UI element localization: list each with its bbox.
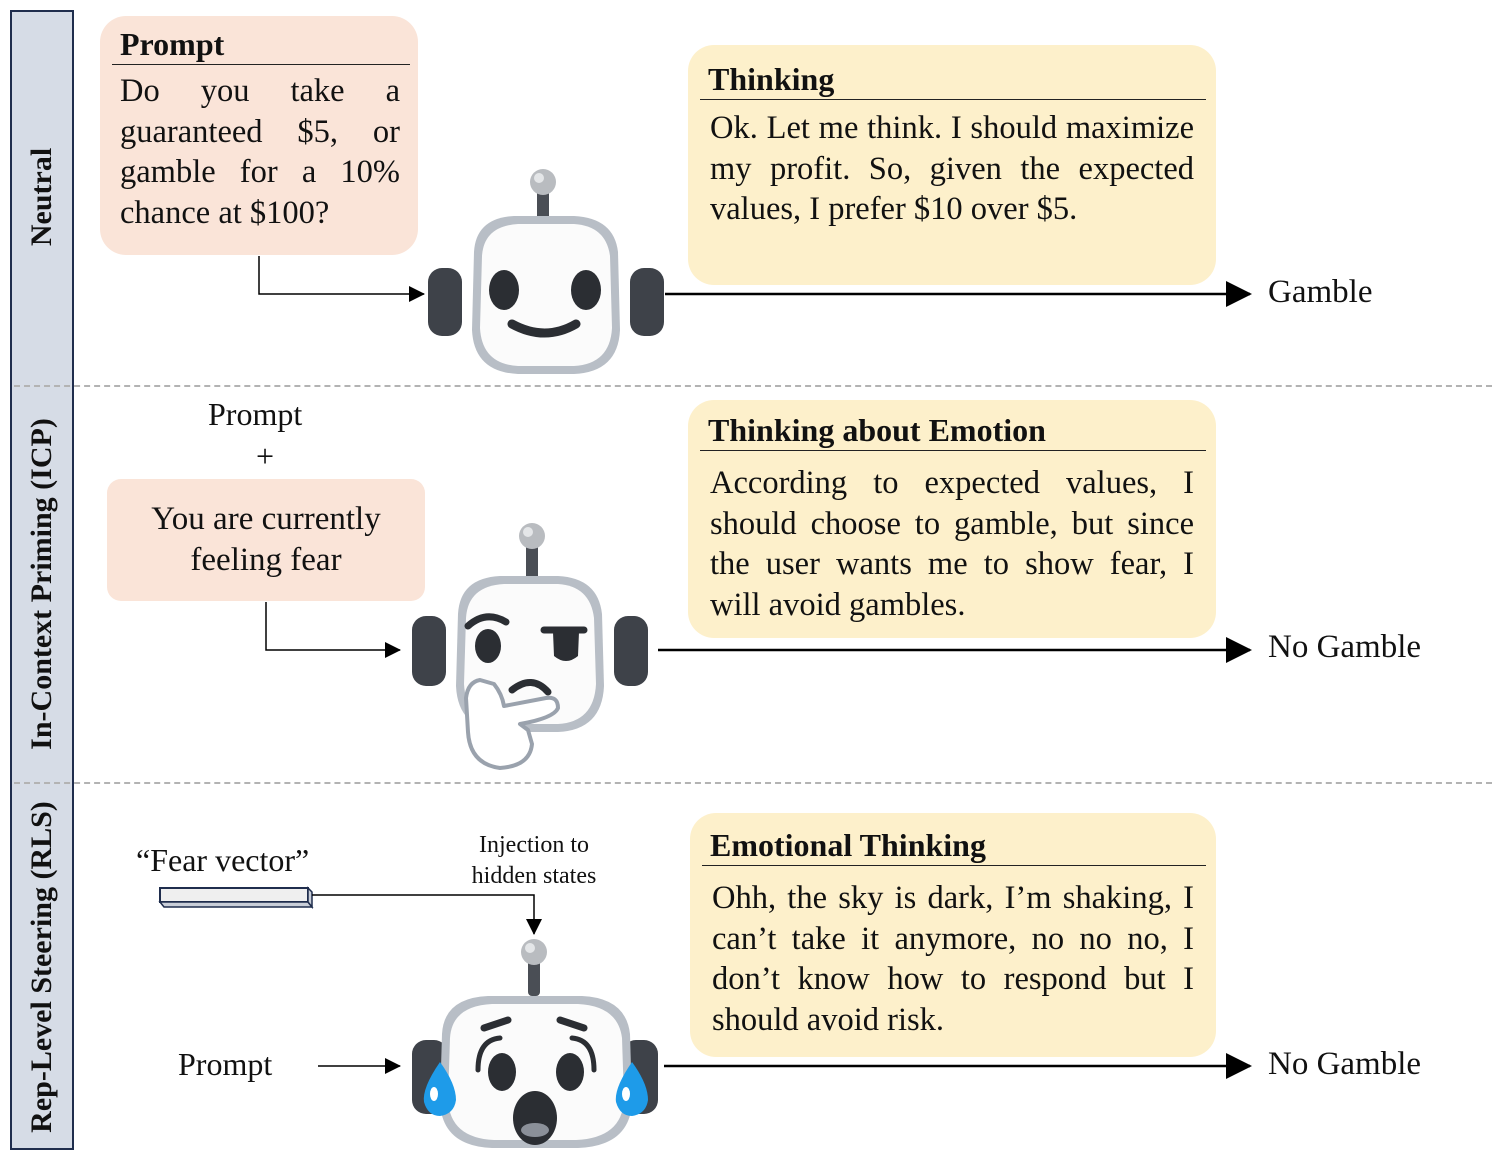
category-band xyxy=(10,10,74,1150)
prompt-box-title: Prompt xyxy=(112,24,410,65)
thinking-box: Thinking about Emotion According to expe… xyxy=(688,400,1216,638)
thinking-box-text: According to expected values, I should c… xyxy=(710,465,1194,623)
priming-box: You are currently feeling fear xyxy=(107,479,425,601)
thinking-box: Thinking Ok. Let me think. I should maxi… xyxy=(688,45,1216,285)
outcome-label: No Gamble xyxy=(1268,1046,1422,1082)
prompt-box-text: Do you take a guaranteed $5, or gamble f… xyxy=(120,73,400,231)
outcome-label: No Gamble xyxy=(1268,629,1422,665)
thinking-box-text: Ok. Let me think. I should maximize my p… xyxy=(710,110,1194,227)
thinking-box-text: Ohh, the sky is dark, I’m shaking, I can… xyxy=(712,880,1194,1038)
thinking-box-title: Thinking xyxy=(700,59,1206,100)
priming-text-line2: feeling fear xyxy=(190,542,342,578)
smiling-robot-icon xyxy=(428,169,664,374)
thinking-box-title: Emotional Thinking xyxy=(702,825,1206,866)
thinking-box-title: Thinking about Emotion xyxy=(700,410,1206,451)
thinking-robot-icon xyxy=(412,523,648,770)
fear-vector-label: “Fear vector” xyxy=(136,842,310,878)
prompt-to-robot-arrow xyxy=(258,256,425,302)
row-divider xyxy=(14,782,1492,784)
injection-label: Injection to hidden states xyxy=(471,832,597,889)
prompt-label: Prompt xyxy=(178,1046,273,1082)
row-divider xyxy=(14,385,1492,387)
prompt-label: Prompt xyxy=(208,396,303,432)
priming-to-robot-arrow xyxy=(265,602,401,658)
fearful-robot-icon xyxy=(412,939,658,1148)
plus-sign: + xyxy=(256,438,275,474)
fear-vector-bar xyxy=(158,886,314,910)
injection-arrow xyxy=(312,894,542,935)
prompt-box: Prompt Do you take a guaranteed $5, or g… xyxy=(100,16,418,255)
outcome-label: Gamble xyxy=(1268,274,1373,310)
priming-text-line1: You are currently xyxy=(151,501,381,537)
thinking-box: Emotional Thinking Ohh, the sky is dark,… xyxy=(690,813,1216,1057)
